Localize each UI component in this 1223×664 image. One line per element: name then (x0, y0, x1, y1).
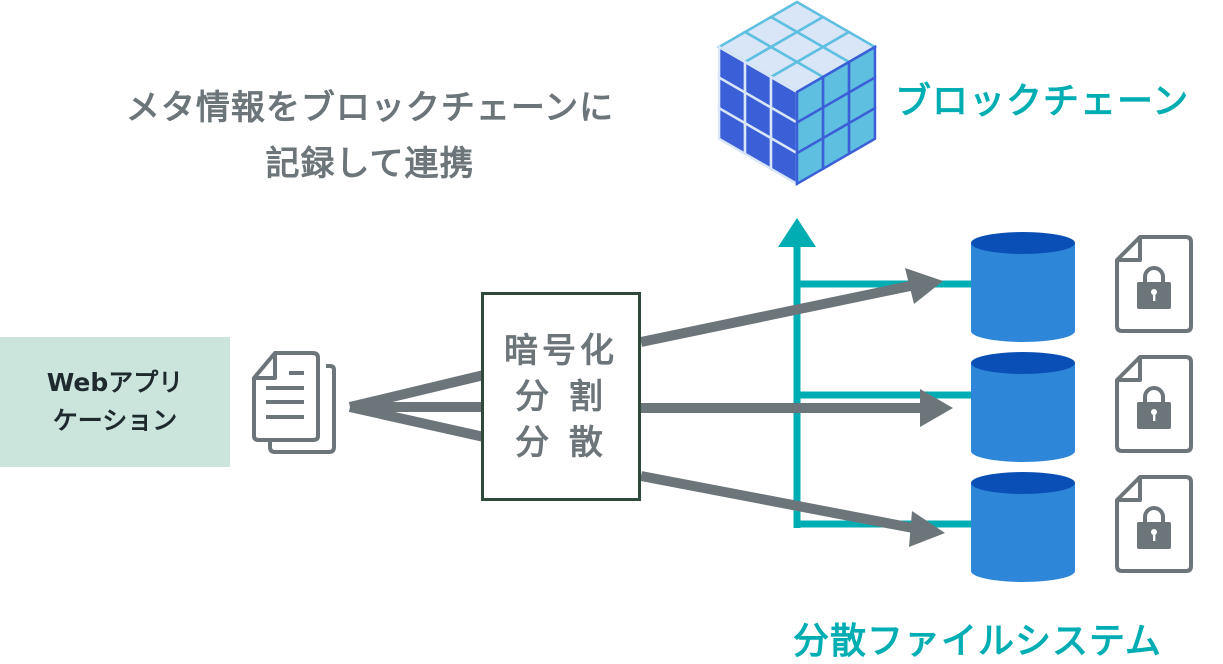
lock-icon (1137, 386, 1171, 429)
locked-file-icon (1115, 235, 1193, 333)
web-app-line-2: ケーション (52, 406, 178, 435)
teal-arrow-up-icon (778, 218, 816, 247)
arrow-head-bottom-icon (909, 511, 945, 547)
process-line-2: 分 割 (515, 376, 607, 417)
web-app-line-1: Webアプリ (46, 368, 184, 397)
process-line-1: 暗号化 (504, 330, 618, 371)
distributed-file-system-label: 分散ファイルシステム (793, 621, 1162, 662)
cube-right-tile (795, 136, 825, 186)
database-icon (971, 352, 1075, 462)
documents-icon (252, 351, 336, 454)
gray-output-arrows (639, 268, 953, 547)
lock-icon (1137, 266, 1171, 309)
locked-file-icon (1115, 355, 1193, 453)
encrypt-split-distribute-box: 暗号化 分 割 分 散 (481, 292, 641, 501)
locked-file-icon (1115, 475, 1193, 573)
blockchain-label: ブロックチェーン (895, 81, 1190, 122)
fan-line-top (348, 370, 486, 412)
arrow-head-middle-icon (920, 389, 953, 427)
database-group (971, 232, 1075, 582)
annotation-line-1: メタ情報をブロックチェーンに (125, 88, 615, 128)
web-application-box: Webアプリ ケーション (0, 337, 230, 467)
arrow-head-top-icon (905, 268, 943, 304)
arrow-line-bottom (640, 471, 919, 534)
database-icon (971, 472, 1075, 582)
locked-file-group (1115, 235, 1193, 573)
lock-icon (1137, 506, 1171, 549)
gray-fan-lines (348, 370, 486, 442)
blockchain-cube-icon (716, 0, 878, 186)
arrow-line-top (639, 280, 917, 347)
annotation-line-2: 記録して連携 (265, 144, 475, 184)
fan-line-bottom (348, 402, 486, 442)
database-icon (971, 232, 1075, 342)
annotation-text: メタ情報をブロックチェーンに 記録して連携 (60, 80, 680, 192)
process-line-3: 分 散 (515, 422, 607, 463)
